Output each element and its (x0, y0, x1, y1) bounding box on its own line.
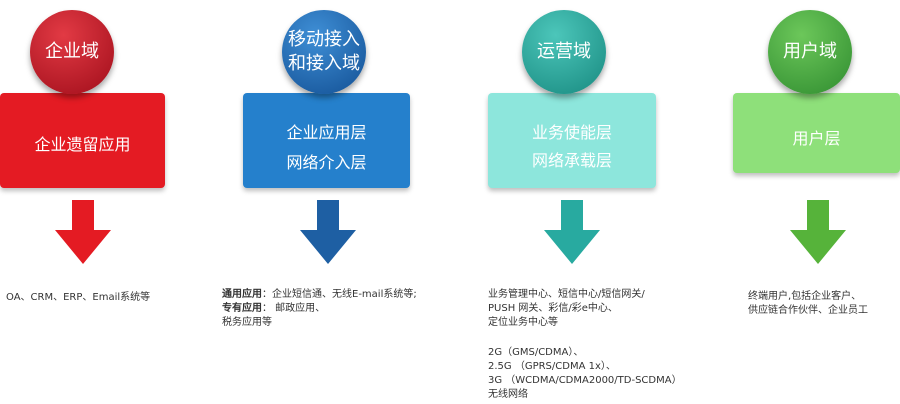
enterprise-domain-circle: 企业域 (30, 10, 114, 94)
description-bold: 专有应用 (222, 303, 262, 314)
description-line: OA、CRM、ERP、Email系统等 (6, 292, 151, 303)
box-label: 业务使能层 (531, 123, 612, 142)
user-domain-box: 用户层 (733, 93, 900, 173)
access-domain-description: 通用应用：企业短信通、无线E-mail系统等; 专有应用： 邮政应用、 税务应用… (222, 288, 417, 330)
user-domain-description: 终端用户,包括企业客户、 供应链合作伙伴、企业员工 (748, 290, 868, 318)
enterprise-domain-box: 企业遗留应用 (0, 93, 165, 188)
circle-label: 移动接入 (288, 29, 360, 50)
access-domain-box: 企业应用层 网络介入层 (243, 93, 410, 188)
down-arrow-icon (790, 200, 846, 264)
access-domain-circle: 移动接入 和接入域 (282, 10, 366, 94)
operation-domain-box: 业务使能层 网络承载层 (488, 93, 656, 188)
description-line: 3G （WCDMA/CDMA2000/TD-SCDMA） (488, 375, 682, 386)
box-label: 企业遗留应用 (34, 135, 131, 154)
circle-label: 运营域 (537, 41, 591, 62)
down-arrow-icon (300, 200, 356, 264)
description-line: 定位业务中心等 (488, 317, 558, 328)
description-line: 无线网络 (488, 389, 528, 400)
description-line: ： 邮政应用、 (262, 303, 326, 314)
operation-domain-circle: 运营域 (522, 10, 606, 94)
description-line: 税务应用等 (222, 317, 272, 328)
description-bold: 通用应用 (222, 289, 262, 300)
description-line: PUSH 网关、彩信/彩e中心、 (488, 303, 618, 314)
description-line: 2.5G （GPRS/CDMA 1x）、 (488, 361, 616, 372)
description-line: 业务管理中心、短信中心/短信网关/ (488, 289, 645, 300)
description-line: 供应链合作伙伴、企业员工 (748, 305, 868, 316)
box-label: 企业应用层 (286, 123, 367, 142)
network-description: 2G（GMS/CDMA）、 2.5G （GPRS/CDMA 1x）、 3G （W… (488, 346, 682, 402)
box-label: 网络介入层 (286, 153, 367, 172)
description-line: 终端用户,包括企业客户、 (748, 291, 862, 302)
description-line: 2G（GMS/CDMA）、 (488, 347, 584, 358)
circle-label: 用户域 (783, 41, 837, 62)
circle-label: 和接入域 (288, 53, 360, 74)
enterprise-domain-description: OA、CRM、ERP、Email系统等 (6, 291, 150, 305)
down-arrow-icon (55, 200, 111, 264)
circle-label: 企业域 (45, 41, 99, 62)
user-domain-circle: 用户域 (768, 10, 852, 94)
down-arrow-icon (544, 200, 600, 264)
description-line: ：企业短信通、无线E-mail系统等; (262, 289, 417, 300)
box-label: 用户层 (792, 129, 841, 148)
operation-domain-description: 业务管理中心、短信中心/短信网关/ PUSH 网关、彩信/彩e中心、 定位业务中… (488, 288, 645, 330)
box-label: 网络承载层 (531, 151, 612, 170)
